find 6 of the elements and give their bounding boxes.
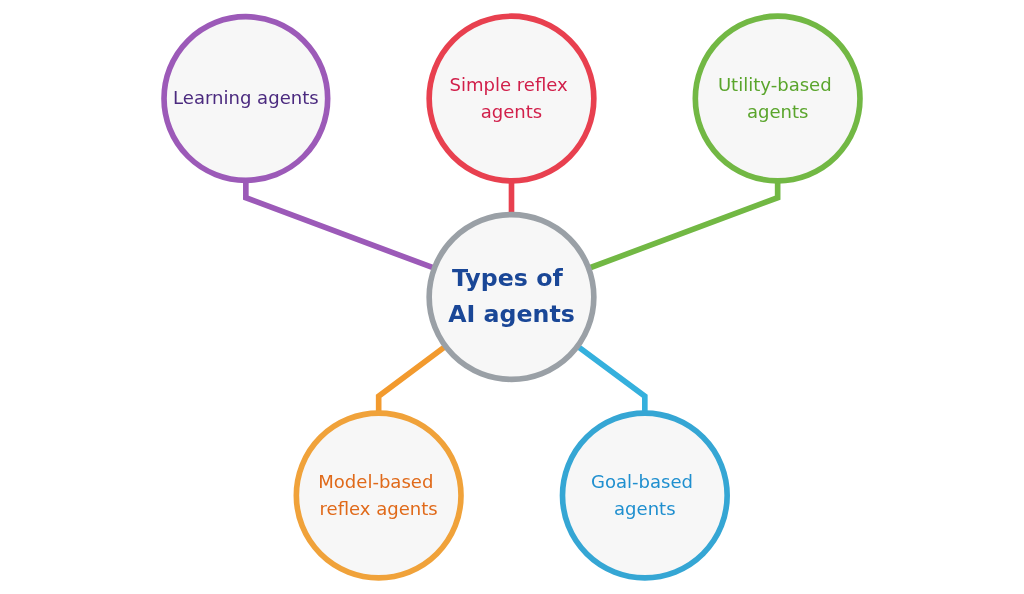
node-circle: Simple reflex agents [426, 13, 597, 184]
node-circle: Learning agents [161, 13, 331, 184]
node-circle: Types of AI agents [426, 211, 597, 383]
node-circle: Utility-based agents [692, 13, 863, 184]
node-circle: Model-based reflex agents [293, 410, 464, 581]
node-circle: Goal-based agents [559, 410, 730, 581]
